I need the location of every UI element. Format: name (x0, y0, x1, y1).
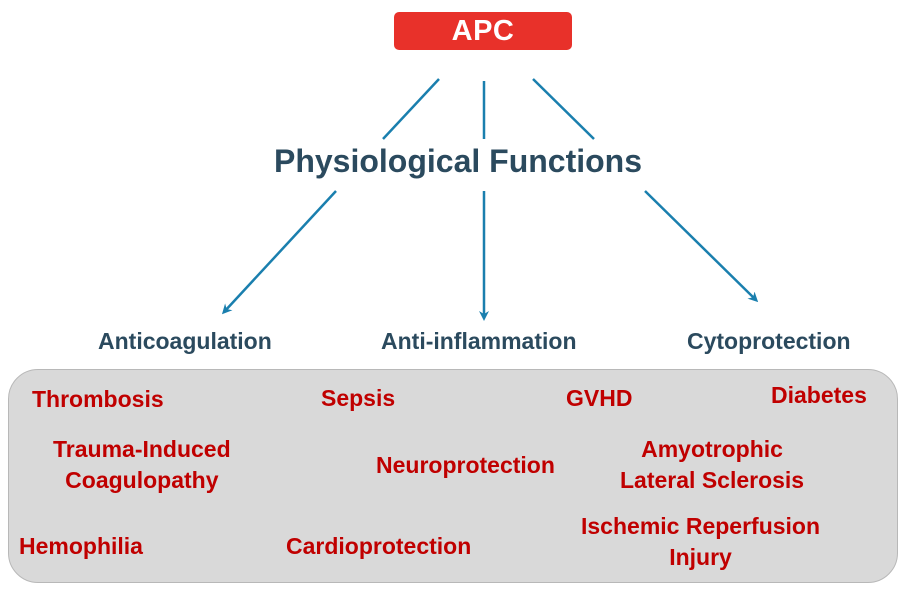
conditions-panel (8, 369, 898, 583)
category-anti-inflammation: Anti-inflammation (381, 328, 577, 354)
condition-amyotrophic-lateral-sclerosis: Amyotrophic Lateral Sclerosis (620, 434, 804, 496)
connector-apc-left (382, 78, 440, 140)
physiological-functions-heading: Physiological Functions (273, 143, 643, 179)
condition-als-line-1: Amyotrophic (641, 436, 783, 462)
condition-ischemic-line-2: Injury (669, 544, 732, 570)
condition-trauma-line-2: Coagulopathy (65, 467, 219, 493)
condition-diabetes: Diabetes (771, 382, 867, 408)
condition-ischemic-line-1: Ischemic Reperfusion (581, 513, 821, 539)
apc-node: APC (394, 12, 572, 50)
condition-thrombosis: Thrombosis (32, 386, 164, 412)
arrow-to-cytoprotection (644, 190, 759, 303)
category-cytoprotection: Cytoprotection (687, 328, 851, 354)
arrow-to-anticoagulation (221, 190, 337, 315)
condition-hemophilia: Hemophilia (19, 533, 143, 559)
condition-trauma-line-1: Trauma-Induced (53, 436, 231, 462)
condition-cardioprotection: Cardioprotection (286, 533, 472, 559)
category-anticoagulation: Anticoagulation (98, 328, 272, 354)
connector-apc-right (532, 78, 595, 140)
condition-gvhd: GVHD (566, 385, 633, 411)
condition-ischemic-reperfusion-injury: Ischemic Reperfusion Injury (581, 511, 820, 573)
condition-neuroprotection: Neuroprotection (376, 452, 555, 478)
condition-sepsis: Sepsis (321, 385, 396, 411)
condition-trauma-induced-coagulopathy: Trauma-Induced Coagulopathy (53, 434, 231, 496)
condition-als-line-2: Lateral Sclerosis (620, 467, 805, 493)
